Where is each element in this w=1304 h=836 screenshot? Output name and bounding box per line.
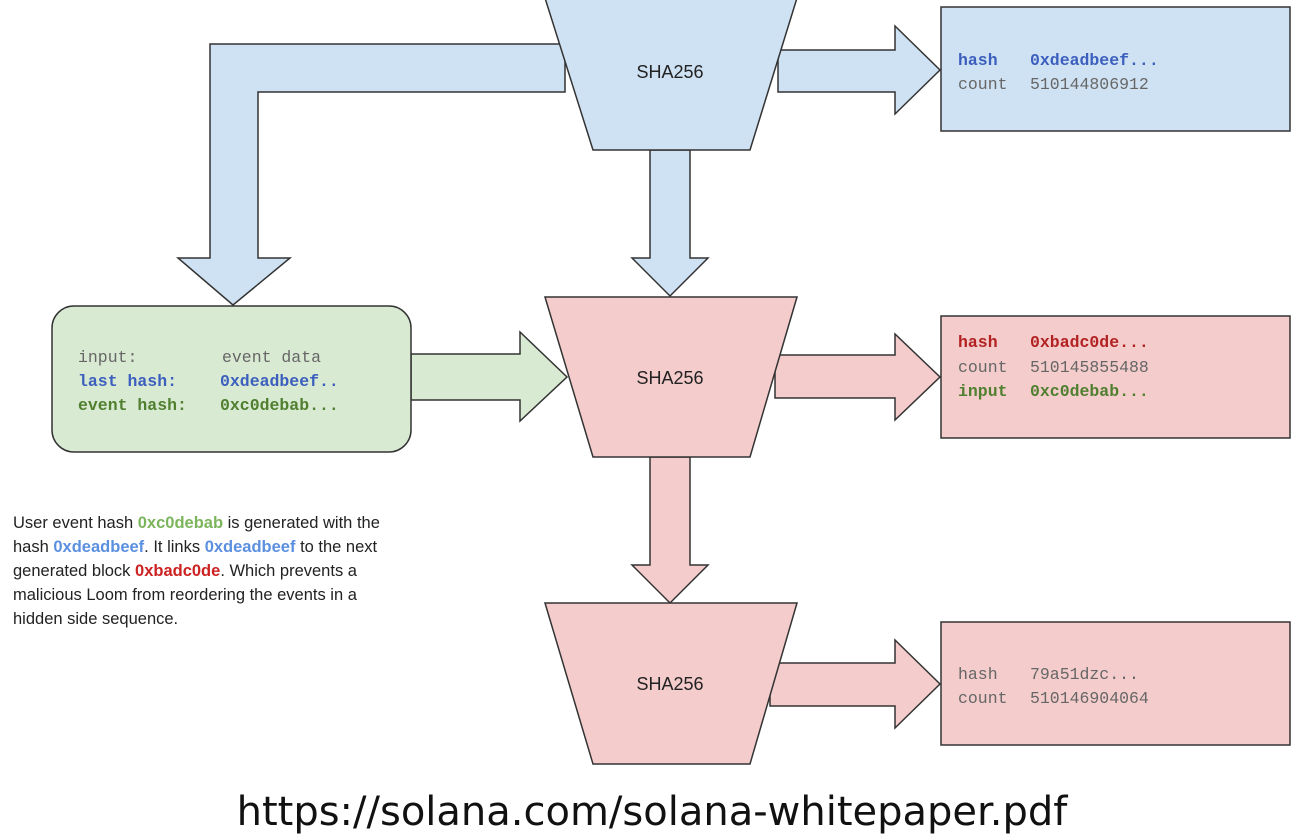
output-2-hash-value: 0xbadc0de...	[1030, 333, 1149, 352]
output-1-count-key: count	[958, 75, 1008, 94]
output-3-count-value: 510146904064	[1030, 689, 1149, 708]
caption-highlight-next-block: 0xbadc0de	[135, 562, 221, 580]
input-arrow	[410, 330, 569, 423]
output-1-count-value: 510144806912	[1030, 75, 1149, 94]
sha256-label-top: SHA256	[636, 62, 703, 82]
caption-text-2: is generated with the hash	[13, 514, 380, 556]
event-hash-value: 0xc0debab...	[220, 396, 339, 415]
output-3-hash-key: hash	[958, 665, 998, 684]
output-2-count-key: count	[958, 358, 1008, 377]
right-arrow-2	[774, 332, 942, 422]
output-2-input-value: 0xc0debab...	[1030, 382, 1149, 401]
output-1-hash-value: 0xdeadbeef...	[1030, 51, 1159, 70]
output-2-hash-key: hash	[958, 333, 998, 352]
event-input-value: event data	[222, 348, 321, 367]
down-arrow-2	[630, 456, 710, 605]
event-input-key: input:	[78, 348, 137, 367]
right-arrow-3	[769, 638, 942, 730]
event-hash-key: event hash:	[78, 396, 187, 415]
caption-text-3: . It links	[144, 538, 205, 556]
caption-text-1: User event hash	[13, 514, 138, 532]
output-3-count-key: count	[958, 689, 1008, 708]
output-block-3	[940, 621, 1291, 746]
output-3-hash-value: 79a51dzc...	[1030, 665, 1139, 684]
caption-text-5: . Which prevents a malicious Loom from r…	[13, 562, 357, 628]
event-input-block	[51, 305, 412, 453]
feedback-arrow	[175, 43, 566, 306]
output-block-2	[940, 315, 1291, 439]
output-1-hash-key: hash	[958, 51, 998, 70]
caption-highlight-last-hash: 0xdeadbeef	[53, 538, 145, 556]
caption-text-4: to the next generated block	[13, 538, 378, 580]
output-2-count-value: 510145855488	[1030, 358, 1149, 377]
sha256-label-bottom: SHA256	[636, 674, 703, 694]
sha256-block-top	[544, 0, 798, 151]
event-last-hash-key: last hash:	[78, 372, 177, 391]
caption-highlight-last-hash-2: 0xdeadbeef	[204, 538, 296, 556]
right-arrow-1	[777, 24, 942, 116]
output-2-input-key: input	[958, 382, 1008, 401]
caption-highlight-event-hash: 0xc0debab	[137, 514, 224, 532]
down-arrow-1	[630, 149, 710, 298]
footer-url[interactable]: https://solana.com/solana-whitepaper.pdf	[236, 789, 1068, 835]
sha256-block-middle	[543, 296, 799, 458]
sha256-label-middle: SHA256	[636, 368, 703, 388]
output-block-1	[940, 6, 1291, 132]
event-last-hash-value: 0xdeadbeef..	[220, 372, 339, 391]
sha256-block-bottom	[543, 602, 799, 765]
diagram-caption: User event hash 0xc0debab is generated w…	[13, 511, 393, 631]
